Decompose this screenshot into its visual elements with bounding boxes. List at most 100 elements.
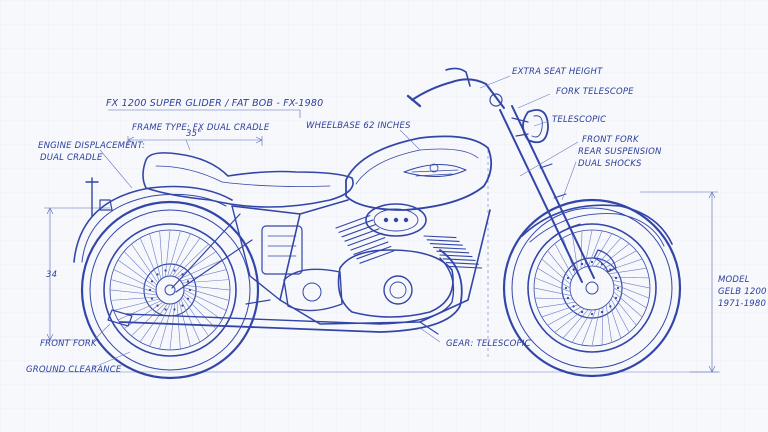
cylinder-fin	[423, 235, 457, 239]
wheel-spoke	[169, 303, 176, 351]
cylinder-fin	[433, 246, 467, 250]
brake-disc-hole	[566, 296, 570, 300]
wheel-spoke	[605, 304, 613, 343]
label-rear-suspension: REAR SUSPENSION	[578, 147, 662, 157]
wheel-spoke	[117, 259, 157, 288]
wheel-spoke	[117, 300, 162, 321]
brake-disc-hole	[590, 312, 594, 316]
label-model: MODEL	[718, 275, 750, 285]
brake-disc-hole	[150, 280, 154, 283]
brake-disc-hole	[614, 296, 618, 300]
wheel-spoke	[547, 306, 582, 326]
brake-disc-hole	[580, 262, 584, 266]
brake-disc-hole	[572, 305, 575, 308]
label-frame-type: FRAME TYPE: FX DUAL CRADLE	[132, 123, 270, 133]
wheel-spoke	[183, 289, 227, 311]
wheel-spoke	[554, 308, 585, 333]
wheel-spoke	[534, 277, 571, 293]
wheel-spoke	[612, 280, 651, 289]
brake-disc-hole	[600, 310, 604, 314]
label-model-years: 1971-1980	[718, 299, 766, 309]
dimension-lines	[40, 109, 720, 373]
label-wheelbase: WHEELBASE 62 INCHES	[306, 121, 411, 131]
wheel-spoke	[159, 230, 164, 278]
wheel-spoke	[109, 289, 157, 296]
cylinder-fin	[359, 250, 395, 264]
wheel-spoke	[571, 309, 593, 343]
label-dual-shocks: DUAL SHOCKS	[578, 159, 642, 169]
brake-disc-hole	[572, 268, 575, 271]
label-height-dim: 34	[46, 270, 57, 280]
wheel-spoke	[110, 279, 157, 293]
wheel-spoke	[180, 298, 201, 343]
wheel-spoke	[159, 303, 173, 350]
wheel-spoke	[174, 243, 209, 278]
wheel-spoke	[541, 258, 571, 285]
brake-disc-hole	[148, 288, 152, 292]
wheel-spoke	[182, 294, 217, 329]
wheel-spoke	[554, 243, 574, 278]
brake-disc-hole	[156, 273, 159, 276]
wheel-spoke	[599, 243, 630, 268]
brake-disc-hole	[164, 308, 167, 311]
wheel-spoke	[591, 233, 613, 267]
wheel-spoke	[581, 309, 597, 346]
wheel-spoke	[183, 284, 231, 291]
wheel-spoke	[602, 250, 637, 270]
wheel-spoke	[176, 302, 181, 350]
brake-disc-hole	[614, 276, 618, 280]
label-front-fork-left: FRONT FORK	[40, 339, 98, 349]
brake-disc-hole	[188, 288, 192, 292]
rear-fender	[73, 177, 233, 263]
wheel-spoke	[180, 269, 227, 282]
wheel-spoke	[172, 237, 201, 277]
wheel-spoke	[537, 267, 571, 289]
cylinder-fin	[338, 219, 374, 233]
cylinder-fin	[429, 243, 463, 246]
wheel-spoke	[571, 233, 579, 272]
wheel-spoke	[533, 287, 572, 296]
brake-disc-hole	[150, 297, 154, 300]
wheel-spoke	[131, 243, 159, 284]
cylinder-fin	[426, 239, 460, 242]
wheel-spoke	[113, 269, 157, 291]
brake-disc-hole	[181, 304, 184, 307]
handlebar-headlight	[406, 67, 549, 144]
label-frame-dim: 35"	[186, 129, 201, 139]
wheel-spoke	[601, 307, 604, 346]
brake-disc-hole	[590, 260, 594, 264]
wheel-spoke	[167, 230, 181, 277]
cylinder-fin	[356, 245, 392, 260]
wheel-spoke	[612, 295, 637, 326]
label-telescopic: TELESCOPIC	[552, 115, 606, 125]
brake-disc-hole	[181, 273, 184, 276]
wheel-spoke	[110, 296, 158, 301]
wheel-spoke	[537, 301, 576, 309]
label-model-name: GELB 1200	[718, 287, 767, 297]
brake-disc-hole	[609, 305, 612, 308]
wheel-spoke	[139, 237, 160, 282]
annotations: FX 1200 SUPER GLIDER / FAT BOB - FX-1980…	[26, 67, 767, 375]
wheel-spoke	[169, 233, 191, 277]
wheel-spoke	[113, 298, 160, 311]
wheel-spoke	[606, 258, 643, 272]
cylinder-fin	[442, 258, 476, 261]
wheel-spoke	[131, 302, 166, 337]
wheel-spoke	[183, 292, 223, 321]
wheel-spoke	[613, 283, 650, 299]
wheel-spoke	[608, 267, 647, 275]
wheel-spoke	[534, 297, 573, 300]
brake-disc-hole	[186, 280, 190, 283]
brake-disc-hole	[173, 308, 176, 311]
leader-lines	[91, 75, 579, 369]
wheel-spoke	[613, 291, 643, 318]
wheel-spoke	[547, 250, 572, 281]
wheel-spoke	[176, 251, 217, 279]
wheel-spoke	[541, 304, 578, 318]
wheel-spoke	[610, 298, 630, 333]
brake-disc-hole	[173, 269, 176, 272]
cylinder-fin	[341, 223, 377, 238]
label-title: FX 1200 SUPER GLIDER / FAT BOB - FX-1980	[106, 98, 323, 109]
